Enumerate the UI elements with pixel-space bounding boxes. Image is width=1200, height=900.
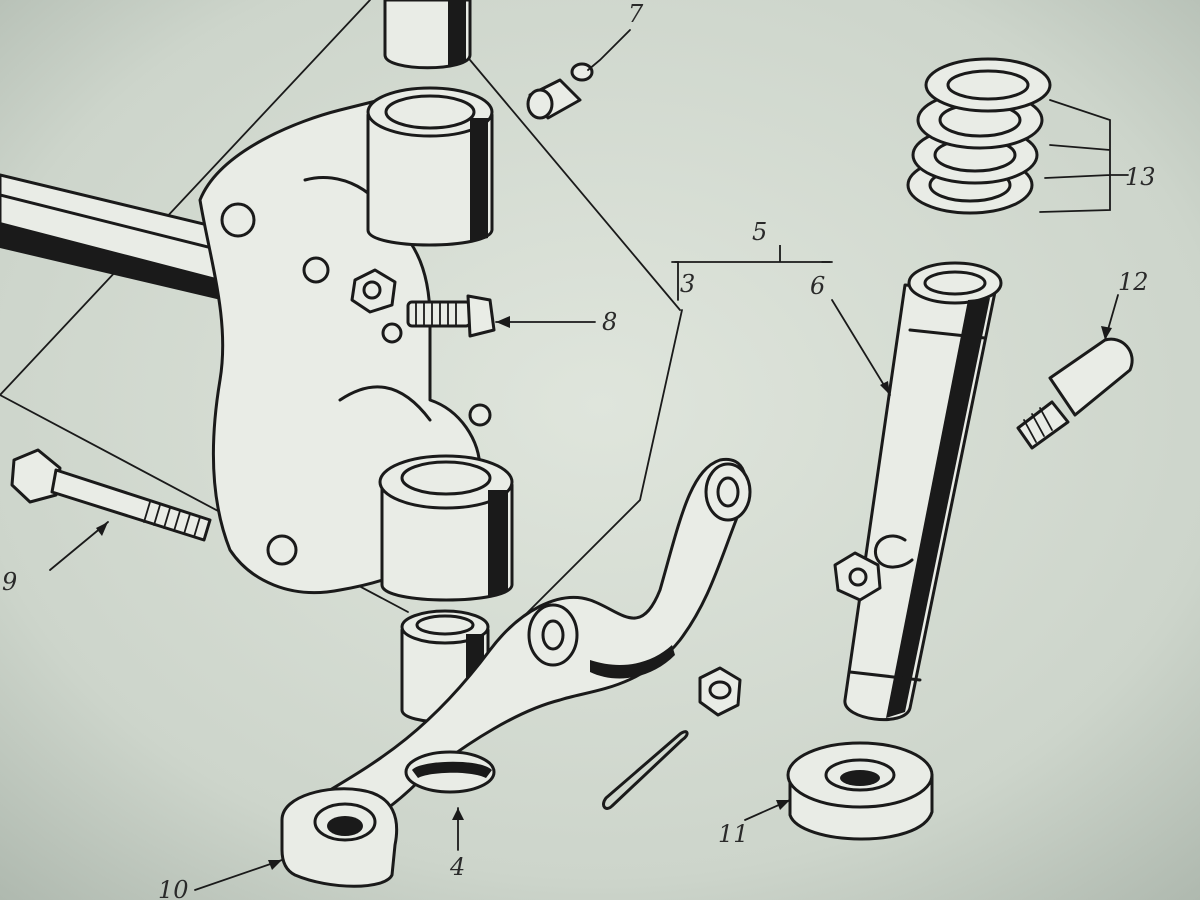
bolt-9 xyxy=(10,448,212,542)
label-part-11: 11 xyxy=(718,820,749,848)
label-part-4: 4 xyxy=(449,853,465,881)
label-part-12: 12 xyxy=(1118,268,1149,296)
upper-sleeve xyxy=(366,86,494,247)
label-part-7: 7 xyxy=(628,0,644,28)
callout-leaders xyxy=(49,29,1119,891)
grease-nipple-7 xyxy=(526,62,594,120)
label-part-3: 3 xyxy=(680,270,695,298)
top-bushing xyxy=(383,0,472,70)
callout-labels: 7 13 5 3 6 8 12 9 11 4 10 xyxy=(2,0,1156,900)
bolt-8 xyxy=(350,268,496,344)
stud-12 xyxy=(1016,337,1134,450)
washer-4 xyxy=(404,750,496,794)
label-part-13: 13 xyxy=(1125,163,1156,191)
cotter-pin xyxy=(602,730,689,810)
lower-eye xyxy=(280,787,399,888)
label-part-8: 8 xyxy=(602,308,617,336)
lower-sleeve xyxy=(378,454,514,602)
label-part-10: 10 xyxy=(158,876,189,900)
thrust-bearing-11 xyxy=(786,741,934,841)
castle-nut xyxy=(698,666,742,717)
label-part-9: 9 xyxy=(2,568,17,596)
shims-13 xyxy=(906,57,1129,215)
king-pin-6 xyxy=(833,261,1003,721)
leader-lines xyxy=(0,0,683,641)
label-part-5: 5 xyxy=(752,218,767,246)
label-part-6: 6 xyxy=(810,272,825,300)
